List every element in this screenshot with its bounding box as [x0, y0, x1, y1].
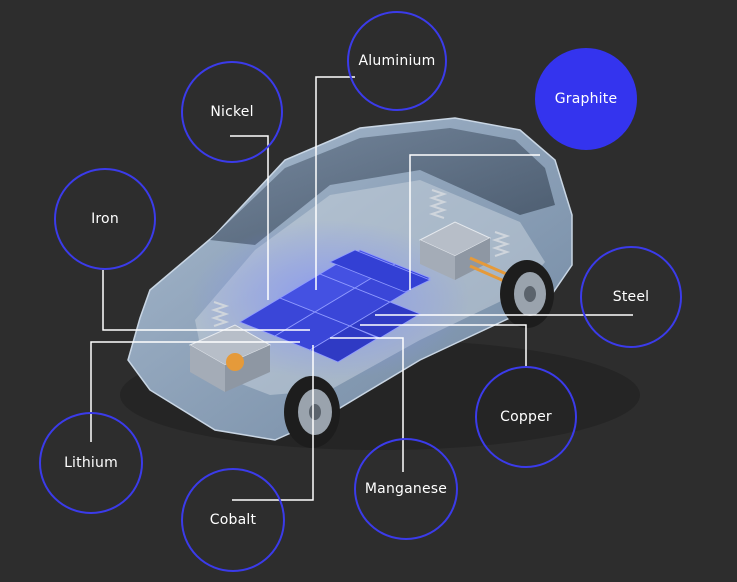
- battery-pack: [239, 249, 431, 363]
- bubble-manganese: Manganese: [354, 438, 458, 540]
- label-copper: Copper: [500, 409, 552, 425]
- car-glass: [210, 128, 555, 245]
- leader-line-copper: [360, 324, 527, 367]
- label-manganese: Manganese: [364, 481, 448, 497]
- suspension-springs: [210, 189, 511, 327]
- rear-motor: [418, 221, 521, 290]
- leader-line-aluminium: [315, 76, 355, 290]
- bubble-steel: Steel: [580, 246, 682, 348]
- bubble-graphite: Graphite: [535, 48, 637, 150]
- bubble-aluminium: Aluminium: [347, 11, 447, 111]
- wheel-rear: [500, 260, 554, 328]
- label-steel: Steel: [612, 289, 650, 305]
- leader-line-iron: [102, 270, 310, 331]
- label-nickel: Nickel: [210, 104, 254, 120]
- leader-line-manganese: [330, 337, 404, 472]
- wheel-front: [284, 376, 340, 448]
- bubble-nickel: Nickel: [181, 61, 283, 163]
- label-cobalt: Cobalt: [209, 512, 257, 528]
- bubble-iron: Iron: [54, 168, 156, 270]
- leader-line-graphite: [409, 154, 540, 290]
- bubble-cobalt: Cobalt: [181, 468, 285, 572]
- bubble-copper: Copper: [475, 366, 577, 468]
- leader-line-lithium: [90, 341, 300, 442]
- label-lithium: Lithium: [64, 455, 118, 471]
- label-iron: Iron: [91, 211, 119, 227]
- front-motor: [188, 324, 272, 392]
- bubble-lithium: Lithium: [39, 412, 143, 514]
- label-aluminium: Aluminium: [358, 53, 436, 69]
- label-graphite: Graphite: [554, 91, 618, 107]
